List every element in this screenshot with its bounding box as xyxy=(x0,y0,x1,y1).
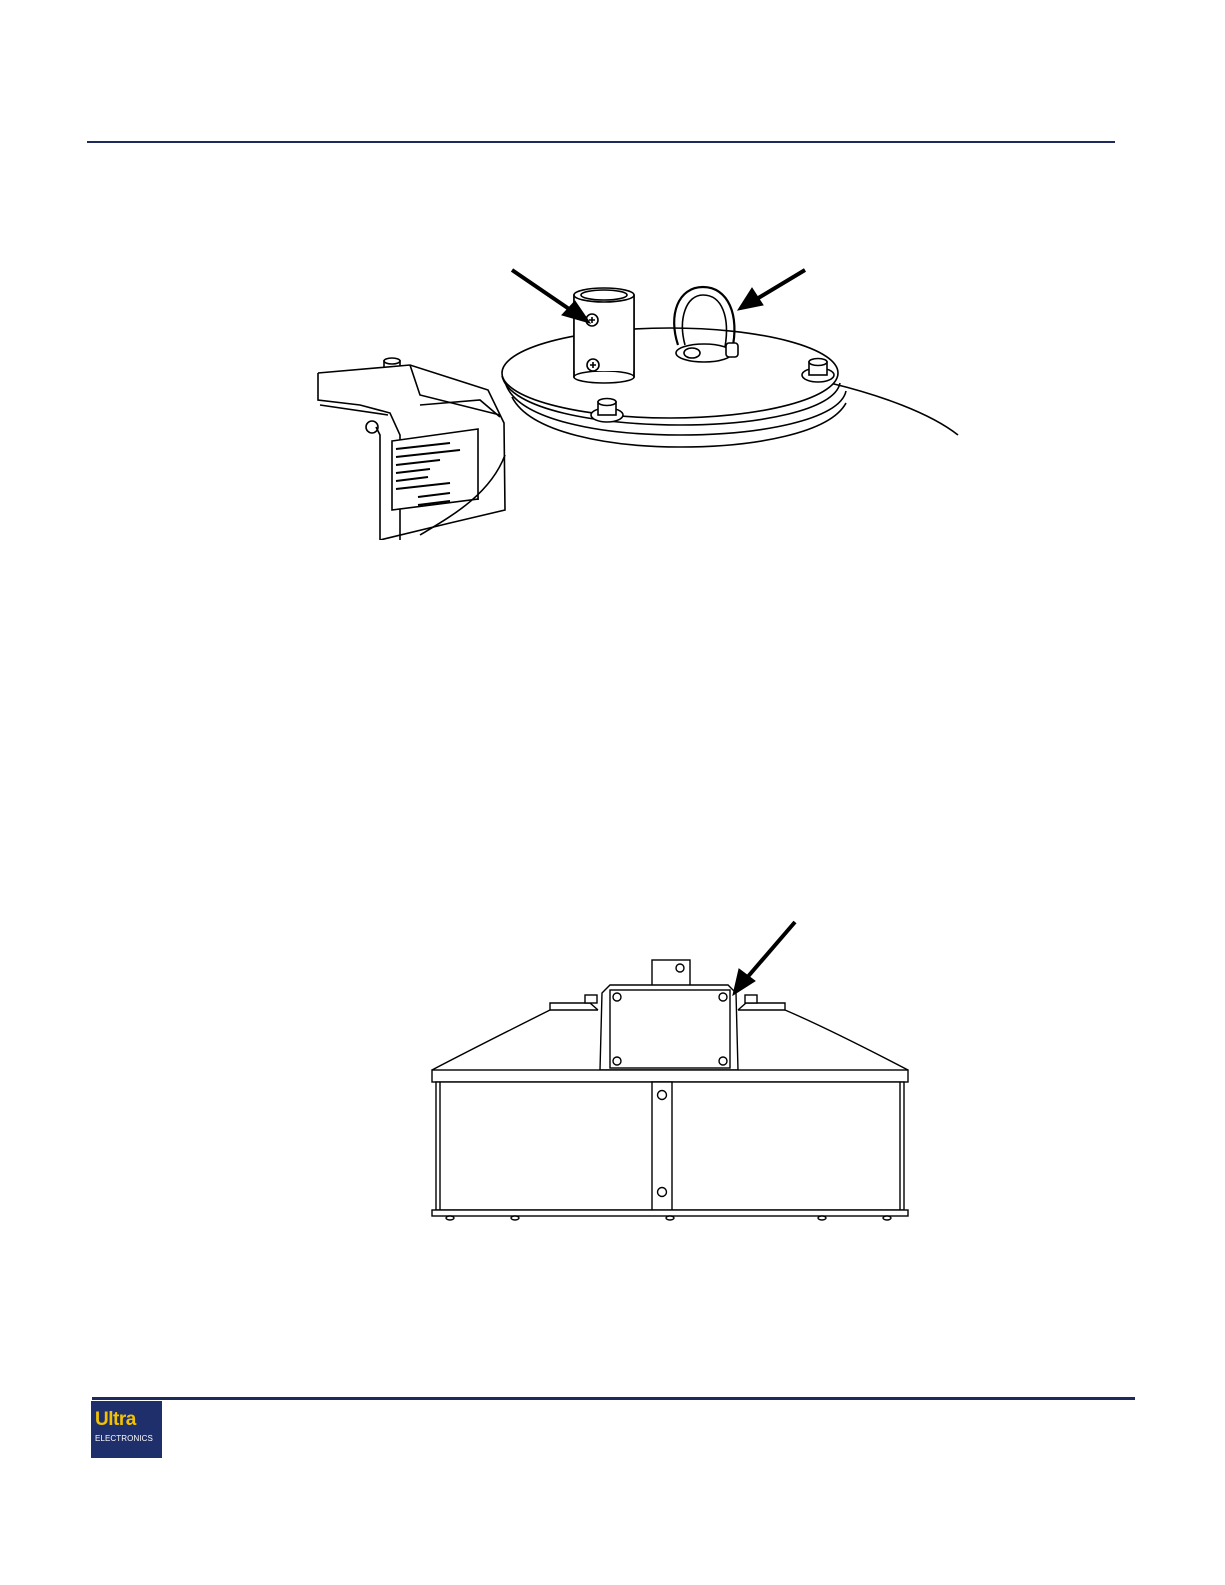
lifting-ring xyxy=(674,287,738,362)
arrow-to-terminal-box xyxy=(733,922,795,995)
top-plate xyxy=(502,328,838,418)
speaker-top-view-figure xyxy=(300,255,980,540)
base xyxy=(432,1210,908,1216)
dome-edge xyxy=(830,383,958,435)
header-rule xyxy=(87,141,1115,143)
top-band xyxy=(432,1070,908,1082)
terminal-box-face xyxy=(610,990,730,1068)
arrow-to-ring xyxy=(738,270,805,310)
center-seam xyxy=(652,1082,672,1210)
terminal-box xyxy=(318,365,505,540)
logo-word: Ultra xyxy=(95,1409,136,1431)
ultra-electronics-logo: Ultra ELECTRONICS xyxy=(91,1401,162,1458)
mount-tube xyxy=(574,288,634,383)
footer-rule xyxy=(92,1397,1135,1400)
speaker-side-view-figure xyxy=(420,915,920,1225)
logo-subtitle: ELECTRONICS xyxy=(95,1434,153,1443)
